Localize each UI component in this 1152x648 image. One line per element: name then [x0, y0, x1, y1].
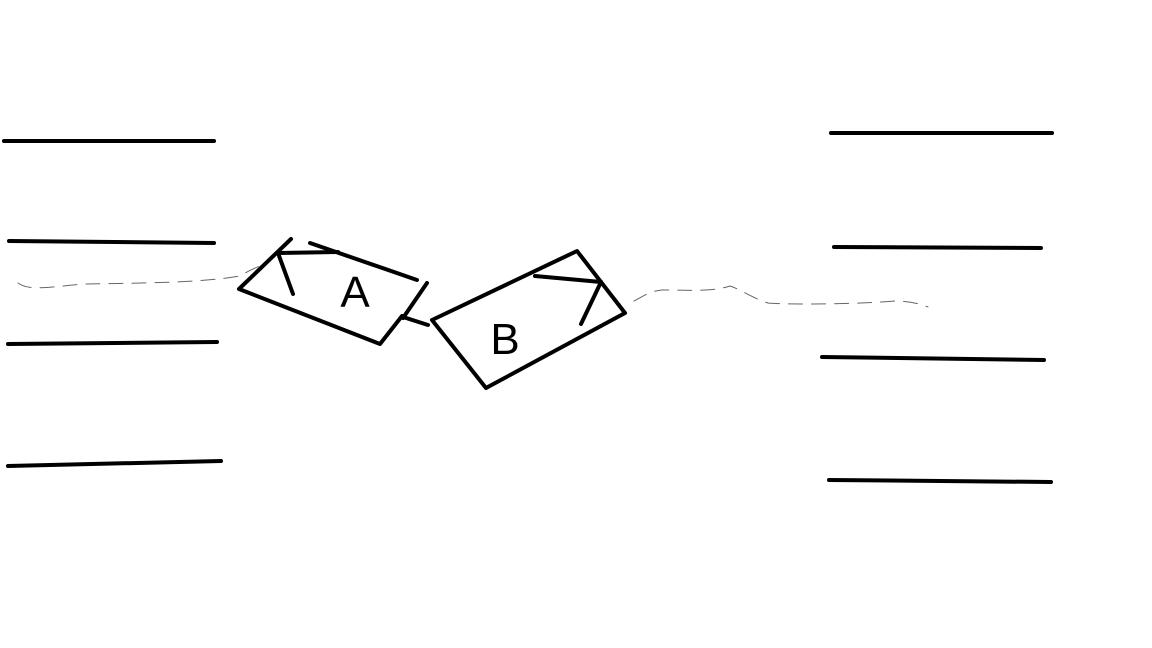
right-lane-markings: [820, 131, 1054, 484]
box-a-top-edge: [308, 241, 419, 282]
left-lane-line: [6, 459, 223, 468]
box-a: A: [237, 237, 429, 346]
box-b-outline: [430, 249, 627, 390]
box-b: B: [430, 249, 627, 390]
box-b-arrow-icon: [533, 274, 603, 326]
box-a-right-edge: [401, 281, 429, 320]
left-lane-line: [6, 340, 219, 346]
left-lane-line: [7, 239, 216, 245]
right-lane-line: [832, 245, 1043, 250]
left-lane-markings: [2, 139, 223, 468]
hitch-connector: [401, 315, 430, 327]
box-a-arrow-icon: [276, 250, 340, 296]
left-dashed-trail: [17, 264, 263, 289]
box-a-outline: [237, 237, 404, 346]
box-a-label: A: [340, 268, 370, 317]
right-lane-line: [827, 478, 1053, 484]
right-dashed-trail: [633, 285, 929, 308]
right-lane-line: [820, 355, 1046, 362]
box-b-label: B: [490, 315, 519, 364]
